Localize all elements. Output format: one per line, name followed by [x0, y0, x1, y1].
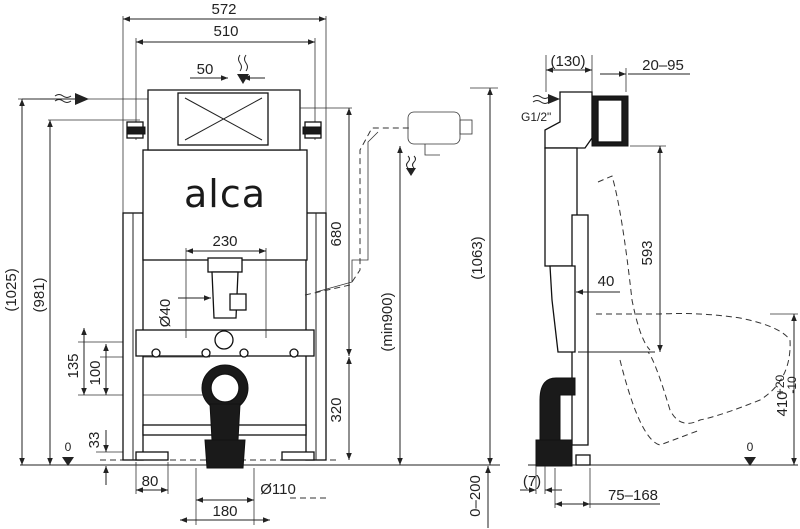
- level-marker-icon: [62, 457, 74, 466]
- installation-frame: alca: [122, 89, 327, 469]
- dim-7: (7): [523, 473, 541, 490]
- dim-min900: (min900): [379, 292, 396, 351]
- dim-130: (130): [550, 53, 585, 70]
- foot-left: [135, 451, 169, 461]
- tolerance-plus: +20: [773, 374, 787, 395]
- dim-680: 680: [328, 221, 345, 246]
- dim-33: 33: [86, 432, 103, 449]
- bracket-bolt: [126, 126, 146, 135]
- foot-right: [281, 451, 315, 461]
- water-inlet-icon: [406, 155, 416, 169]
- bolt-hole: [201, 348, 211, 358]
- inlet-arrow-icon: [548, 94, 560, 104]
- inlet-arrow-icon: [237, 74, 249, 84]
- dim-981: (981): [31, 277, 48, 312]
- zero-level-label: 0: [65, 440, 72, 454]
- dim-diam-40: Ø40: [157, 299, 174, 327]
- flush-connector: [214, 330, 234, 350]
- bolt-hole: [289, 348, 299, 358]
- dim-320: 320: [328, 397, 345, 422]
- front-view: 572 510 50 (1025) (981) 135 100: [3, 1, 500, 528]
- waste-pipe-end: [204, 439, 246, 469]
- level-marker-icon: [744, 457, 756, 466]
- dim-410: 410: [774, 391, 791, 416]
- dim-0-200: 0–200: [467, 475, 484, 517]
- dim-135: 135: [65, 353, 82, 378]
- bolt-hole: [151, 348, 161, 358]
- dim-510: 510: [213, 23, 238, 40]
- side-flush-pipe: [549, 265, 576, 353]
- high-cistern: [407, 111, 461, 145]
- inlet-arrow-icon: [406, 168, 416, 176]
- water-inlet-icon: [238, 54, 248, 72]
- side-waste-bend: [539, 377, 576, 441]
- side-module: [535, 91, 655, 467]
- opening-cross: [184, 97, 263, 141]
- dim-20-95: 20–95: [642, 57, 684, 74]
- dim-diam-110: Ø110: [260, 481, 296, 498]
- high-cistern-option: [304, 111, 473, 296]
- waste-outlet-inner: [210, 373, 240, 403]
- dashed-pipe-outline: [315, 131, 379, 293]
- dim-593: 593: [639, 240, 656, 265]
- bolt-hole: [239, 348, 249, 358]
- side-waste-end: [535, 439, 573, 467]
- dim-230: 230: [212, 233, 237, 250]
- dashed-pipe: [304, 127, 410, 296]
- actuator-frame: [597, 99, 623, 143]
- dim-40-side: 40: [598, 273, 615, 290]
- high-cistern-cap: [459, 119, 473, 135]
- dim-1025: (1025): [3, 268, 20, 311]
- dim-572: 572: [211, 1, 236, 18]
- tolerance-minus: -10: [785, 376, 799, 394]
- brand-logo: alca: [184, 172, 266, 216]
- side-view: (130) 20–95 G1/2" 593: [520, 53, 799, 508]
- dim-75-168: 75–168: [608, 487, 658, 504]
- dim-50: 50: [197, 61, 214, 78]
- flush-pipe-collar: [207, 257, 243, 273]
- zero-level-label: 0: [747, 440, 754, 454]
- toilet-seat-outline: [619, 359, 701, 446]
- bracket-bolt: [302, 126, 322, 135]
- dim-80: 80: [142, 473, 159, 490]
- dim-1063: (1063): [469, 236, 486, 279]
- dim-180: 180: [212, 503, 237, 520]
- inlet-thread-label: G1/2": [521, 110, 551, 124]
- side-foot: [575, 454, 591, 466]
- waste-pipe: [209, 403, 241, 441]
- inlet-arrow-icon: [75, 93, 89, 105]
- dim-100: 100: [87, 360, 104, 385]
- flush-valve: [229, 293, 247, 311]
- water-inlet-icon: [54, 94, 72, 103]
- toilet-outline: [596, 175, 791, 424]
- cistern-chain: [424, 144, 440, 156]
- water-inlet-icon: [532, 95, 550, 104]
